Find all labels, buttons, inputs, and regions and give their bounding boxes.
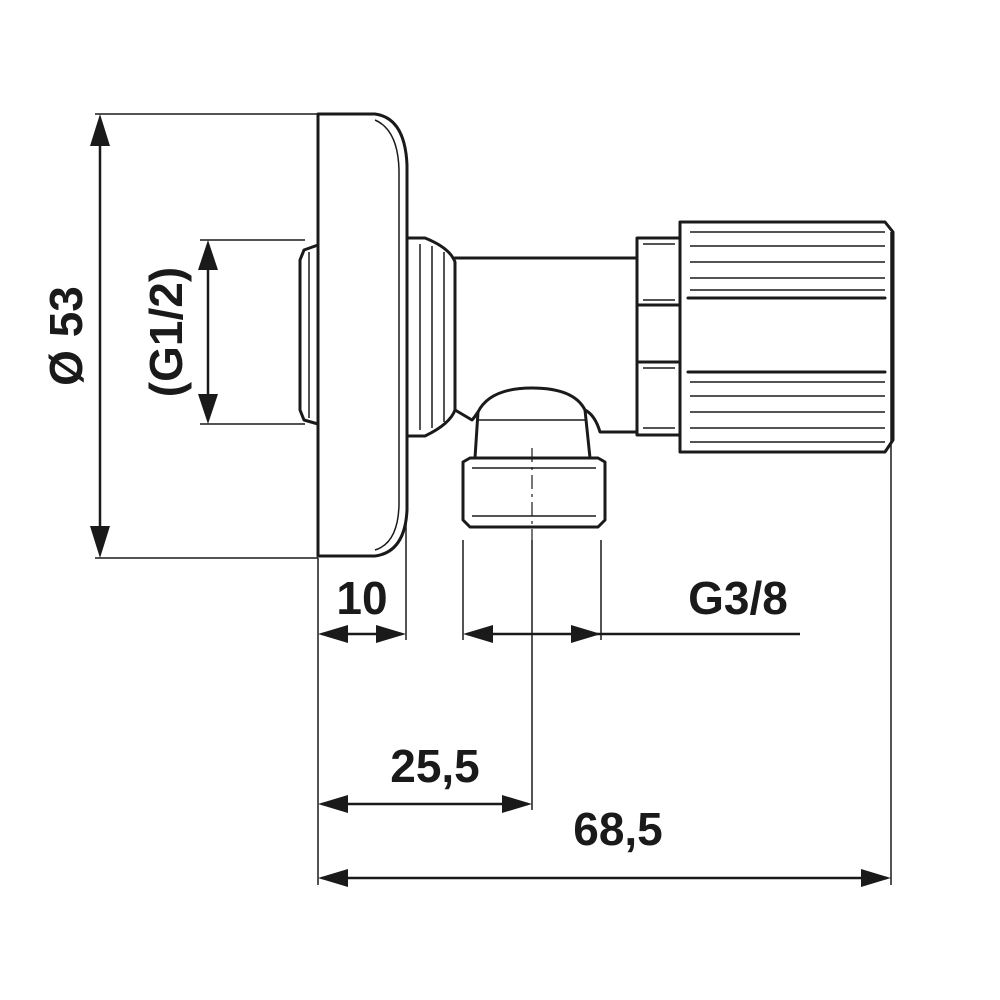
valve-body — [298, 112, 895, 558]
inlet-thread — [298, 243, 320, 426]
dimension-outlet-offset: 25,5 — [318, 540, 533, 813]
dimension-inlet-thread: (G1/2) — [140, 239, 305, 425]
dimension-outlet-thread: G3/8 — [462, 540, 800, 643]
inlet-thread-label: (G1/2) — [140, 267, 192, 397]
diameter-label: Ø 53 — [40, 286, 92, 386]
outlet-thread-label: G3/8 — [688, 572, 788, 624]
outlet-nut — [461, 456, 607, 529]
rosette-flange — [316, 112, 409, 558]
outlet-dome — [473, 386, 592, 460]
spindle-housing — [635, 236, 682, 437]
handwheel-ribs — [690, 231, 885, 443]
flange-thickness-label: 10 — [336, 572, 387, 624]
dimension-diameter: Ø 53 — [40, 113, 318, 559]
main-body — [453, 256, 639, 434]
neck-collar — [405, 236, 457, 438]
dimension-flange-thickness: 10 — [317, 520, 407, 885]
overall-length-label: 68,5 — [573, 803, 663, 855]
dimension-overall-length: 68,5 — [318, 232, 892, 887]
outlet-offset-label: 25,5 — [390, 740, 480, 792]
handwheel — [678, 220, 895, 454]
